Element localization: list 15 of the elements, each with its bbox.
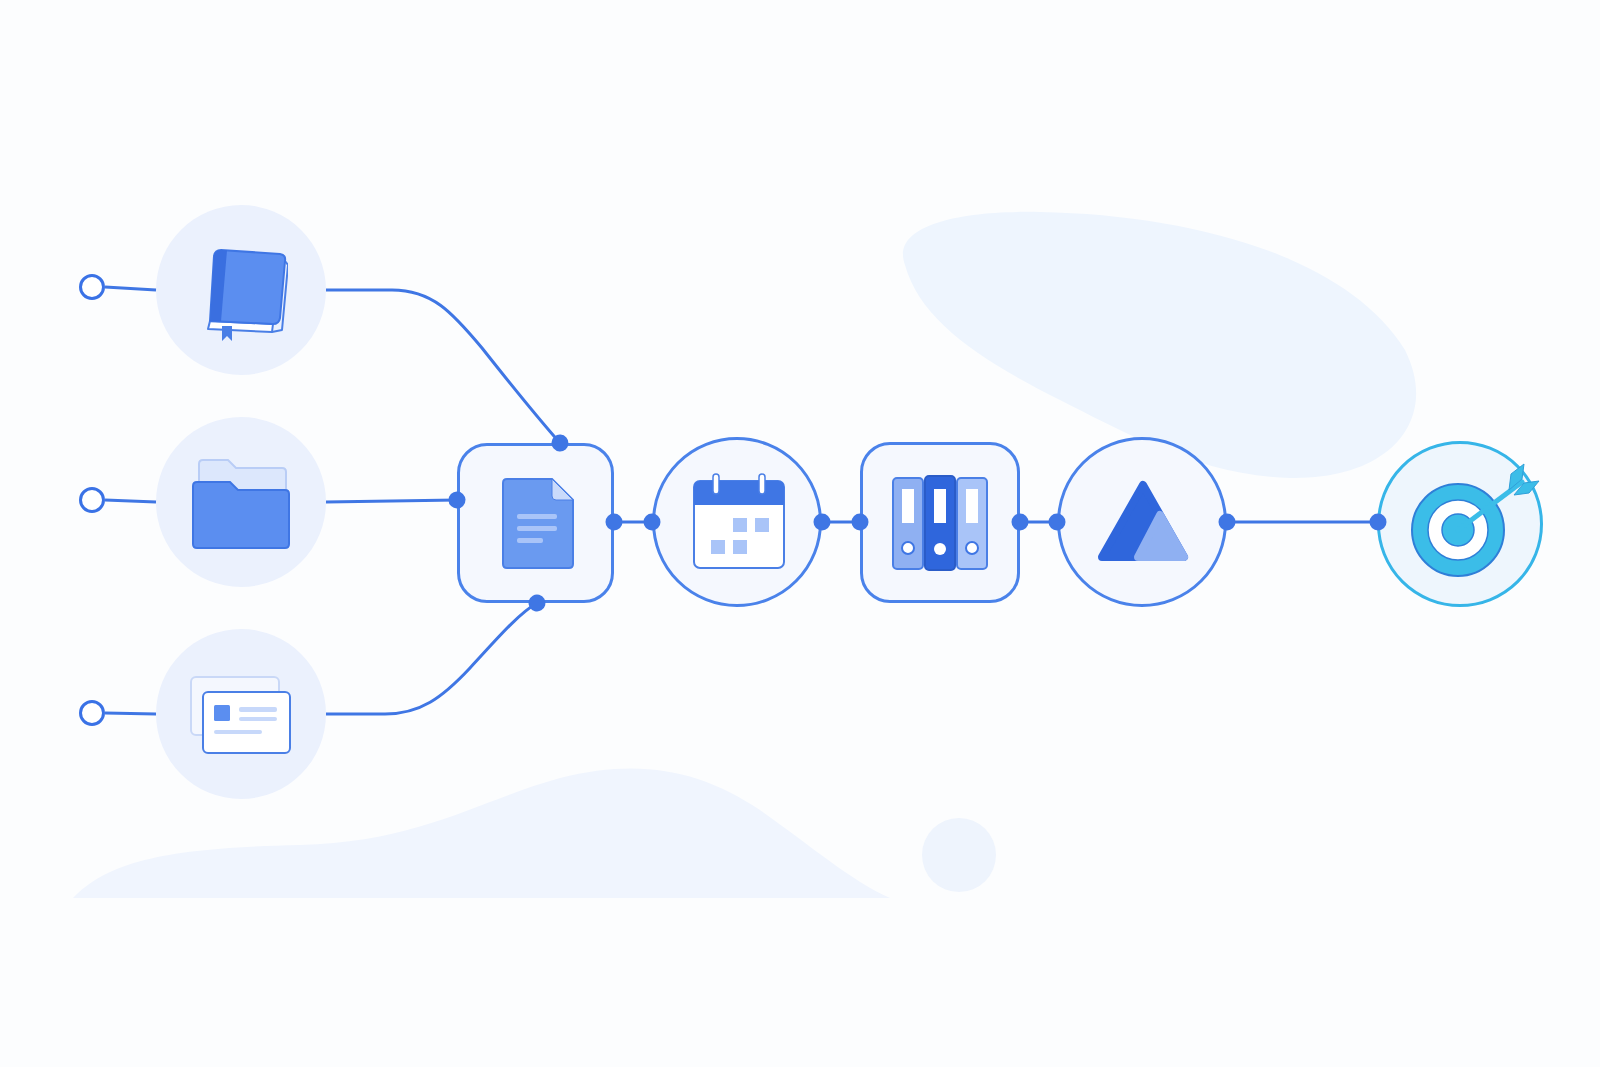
connector [813, 513, 869, 531]
connector [1011, 513, 1066, 531]
connector [325, 491, 466, 509]
connector [605, 513, 661, 531]
connector [326, 288, 569, 452]
connector [326, 594, 546, 716]
terminal-ring [79, 700, 105, 726]
terminal-ring [79, 274, 105, 300]
terminal-ring [79, 487, 105, 513]
connector [104, 711, 157, 716]
connector [1218, 513, 1387, 531]
icon-tile [860, 442, 1020, 603]
connector [104, 285, 157, 292]
icon-tile [457, 443, 614, 603]
connector [104, 498, 157, 504]
